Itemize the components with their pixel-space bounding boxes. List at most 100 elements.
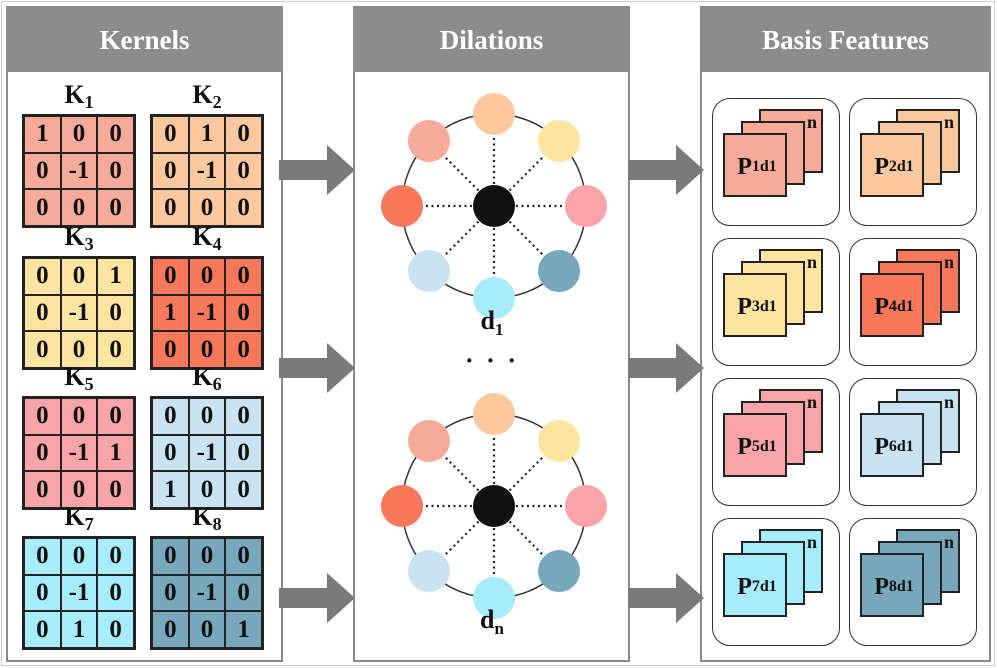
label-main: P — [874, 153, 889, 180]
neighbor-node — [538, 250, 581, 293]
neighbor-node — [381, 185, 423, 227]
kernel-cell: -1 — [188, 294, 226, 332]
kernel-cell: 0 — [97, 611, 134, 648]
kernel-cell: 0 — [225, 538, 262, 575]
feature-stack-edge-label: n — [943, 252, 954, 272]
neighbor-node — [538, 419, 581, 462]
kernel-cell: 0 — [152, 434, 189, 472]
label-superscript: d1 — [896, 158, 914, 175]
kernel-cell: 0 — [152, 331, 189, 368]
kernel-cell: 0 — [225, 434, 262, 472]
ellipsis: · · · — [464, 346, 519, 375]
dilation-label: dn — [462, 605, 522, 639]
kernel-cell: 0 — [24, 294, 61, 332]
kernel-cell: -1 — [188, 152, 226, 190]
label-main: P — [737, 433, 752, 460]
flow-arrow-icon — [279, 343, 355, 393]
kernel-cell: 0 — [24, 331, 61, 368]
label-subscript: 7 — [751, 578, 760, 595]
kernel-cell: 1 — [24, 116, 61, 153]
kernel-label: K6 — [150, 364, 264, 397]
label-main: P — [737, 293, 752, 320]
arrow-shape — [628, 145, 704, 195]
center-node — [473, 185, 515, 227]
kernel-cell: 0 — [188, 611, 226, 648]
label-superscript: d1 — [896, 578, 914, 595]
kernel-label: K3 — [22, 224, 136, 257]
kernel-cell: 1 — [152, 294, 189, 332]
neighbor-node — [473, 393, 515, 435]
label-superscript: d1 — [759, 578, 777, 595]
label-main: K — [192, 222, 213, 251]
dilation-link — [428, 505, 495, 572]
label-subscript: 8 — [212, 514, 222, 534]
feature-stack-edge-label: n — [806, 532, 817, 552]
kernel-cell: 0 — [188, 189, 226, 226]
kernel-cell: 0 — [24, 471, 61, 508]
label-main: P — [737, 153, 752, 180]
label-subscript: 1 — [494, 320, 504, 339]
kernel-cell: 0 — [97, 331, 134, 368]
kernel-cell: 0 — [188, 258, 226, 295]
label-superscript: d1 — [759, 158, 777, 175]
kernel-label: K8 — [150, 504, 264, 537]
kernel-cell: 0 — [152, 189, 189, 226]
arrow-shape — [628, 573, 704, 623]
kernel-cell: 0 — [188, 538, 226, 575]
kernel-cell: 0 — [97, 189, 134, 226]
kernel-cell: 0 — [225, 331, 262, 368]
kernel-cell: 0 — [60, 538, 98, 575]
kernel-cell: 0 — [188, 331, 226, 368]
kernel-cell: 0 — [24, 152, 61, 190]
kernels-header: Kernels — [8, 8, 281, 72]
kernel-cell: 0 — [60, 258, 98, 295]
kernel-cell: 0 — [97, 294, 134, 332]
label-subscript: 3 — [84, 234, 94, 254]
label-subscript: 4 — [212, 234, 222, 254]
label-superscript: d1 — [759, 438, 777, 455]
kernel-cell: 0 — [152, 538, 189, 575]
neighbor-node — [407, 550, 450, 593]
kernel-cell: 0 — [24, 258, 61, 295]
kernel-cell: 0 — [24, 574, 61, 612]
neighbor-node — [407, 419, 450, 462]
neighbor-node — [381, 485, 423, 527]
center-node — [473, 485, 515, 527]
arrow-shape — [279, 145, 355, 195]
feature-stack-edge-label: n — [806, 252, 817, 272]
kernel-cell: 0 — [60, 189, 98, 226]
neighbor-node — [407, 250, 450, 293]
kernel-cell: 0 — [60, 116, 98, 153]
kernel-cell: 1 — [60, 611, 98, 648]
kernel-cell: 1 — [188, 116, 226, 153]
kernel-cell: 0 — [97, 471, 134, 508]
label-subscript: 5 — [84, 374, 94, 394]
label-main: K — [64, 502, 85, 531]
dilation-diagram — [381, 393, 607, 619]
kernel-cell: 0 — [24, 611, 61, 648]
label-subscript: n — [494, 619, 504, 638]
kernel-cell: 0 — [225, 471, 262, 508]
kernel-cell: 0 — [24, 538, 61, 575]
kernel-cell: 0 — [97, 538, 134, 575]
arrow-shape — [279, 343, 355, 393]
kernel-label: K1 — [22, 82, 136, 115]
kernel-cell: 0 — [152, 258, 189, 295]
kernel-cell: -1 — [60, 434, 98, 472]
label-subscript: 8 — [888, 578, 897, 595]
neighbor-node — [565, 185, 607, 227]
arrow-shape — [279, 573, 355, 623]
kernel-cell: -1 — [60, 574, 98, 612]
